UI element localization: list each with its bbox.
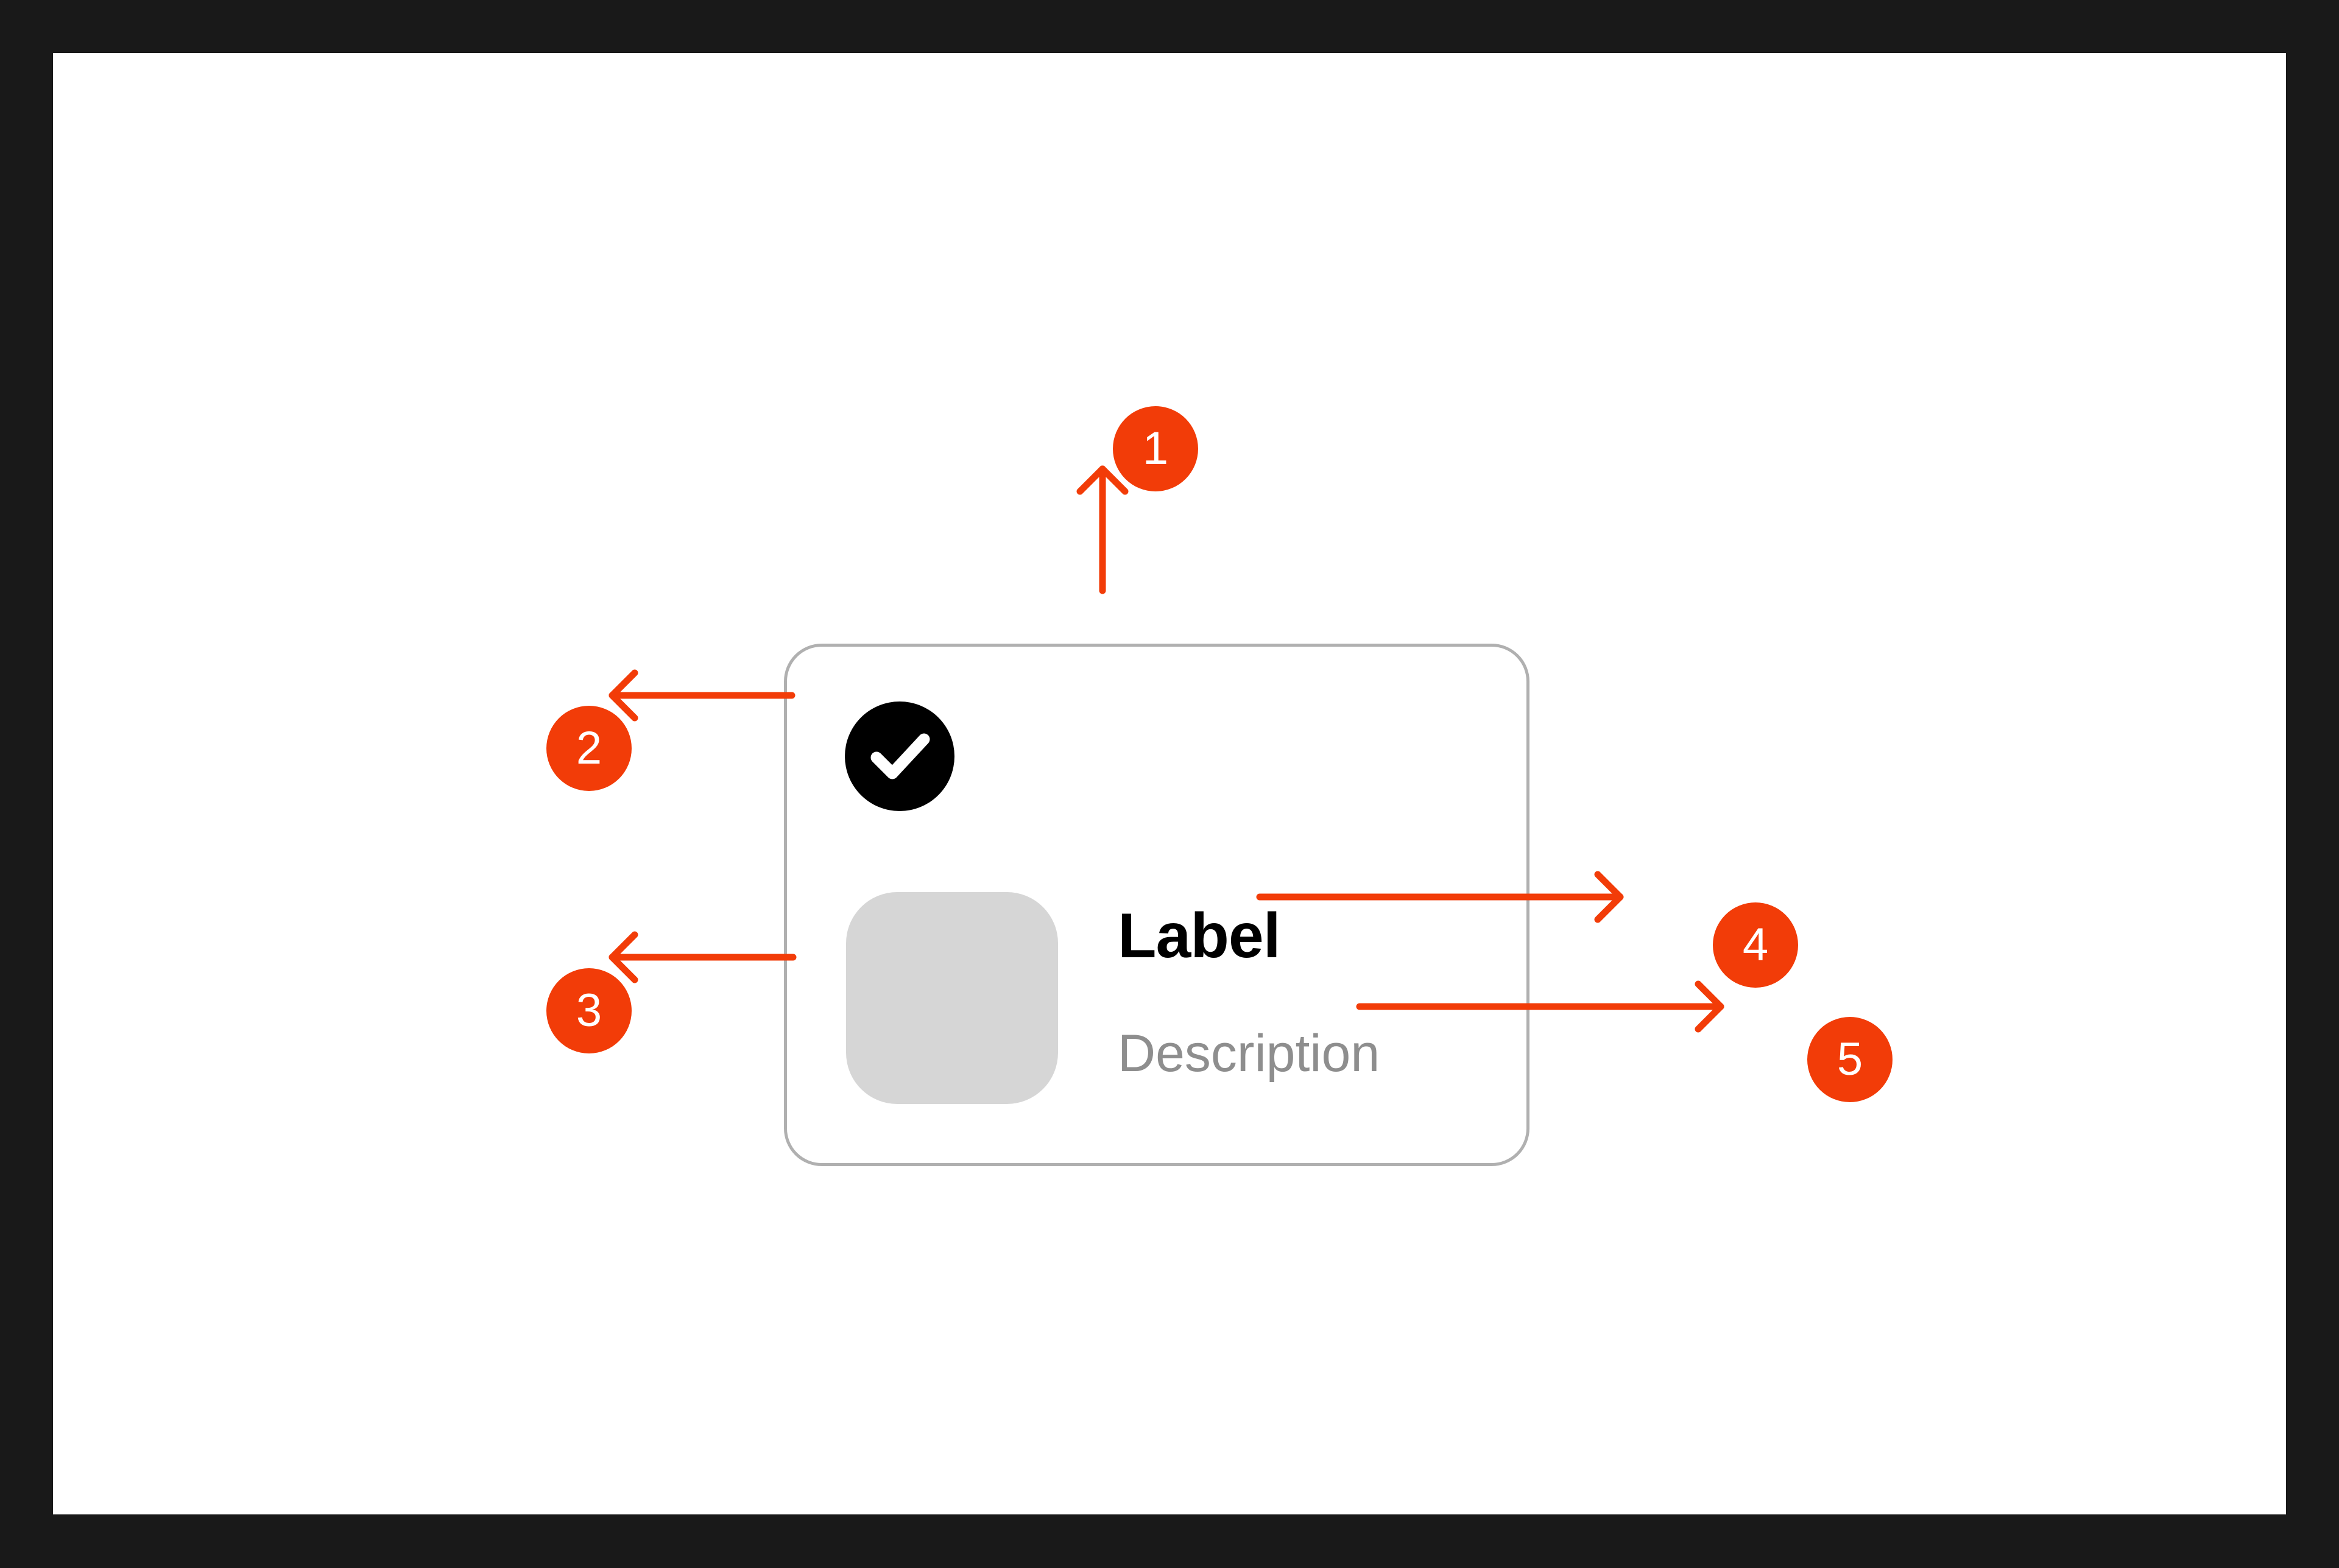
callout-arrow-3 [609, 931, 797, 983]
callout-badge-2: 2 [546, 706, 632, 791]
callout-badge-4: 4 [1713, 902, 1798, 988]
check-icon [870, 733, 930, 779]
callout-arrow-1 [1076, 465, 1129, 594]
callout-arrow-2 [609, 669, 796, 722]
callout-badge-5: 5 [1807, 1017, 1893, 1102]
label-text: Label [1118, 901, 1281, 971]
thumbnail-placeholder [846, 892, 1058, 1104]
description-text: Description [1118, 1024, 1380, 1083]
callout-badge-3: 3 [546, 968, 632, 1053]
card-container[interactable] [784, 644, 1529, 1166]
callout-badge-1: 1 [1113, 406, 1198, 491]
check-indicator[interactable] [845, 701, 954, 811]
diagram-canvas: Label Description [53, 53, 2286, 1514]
